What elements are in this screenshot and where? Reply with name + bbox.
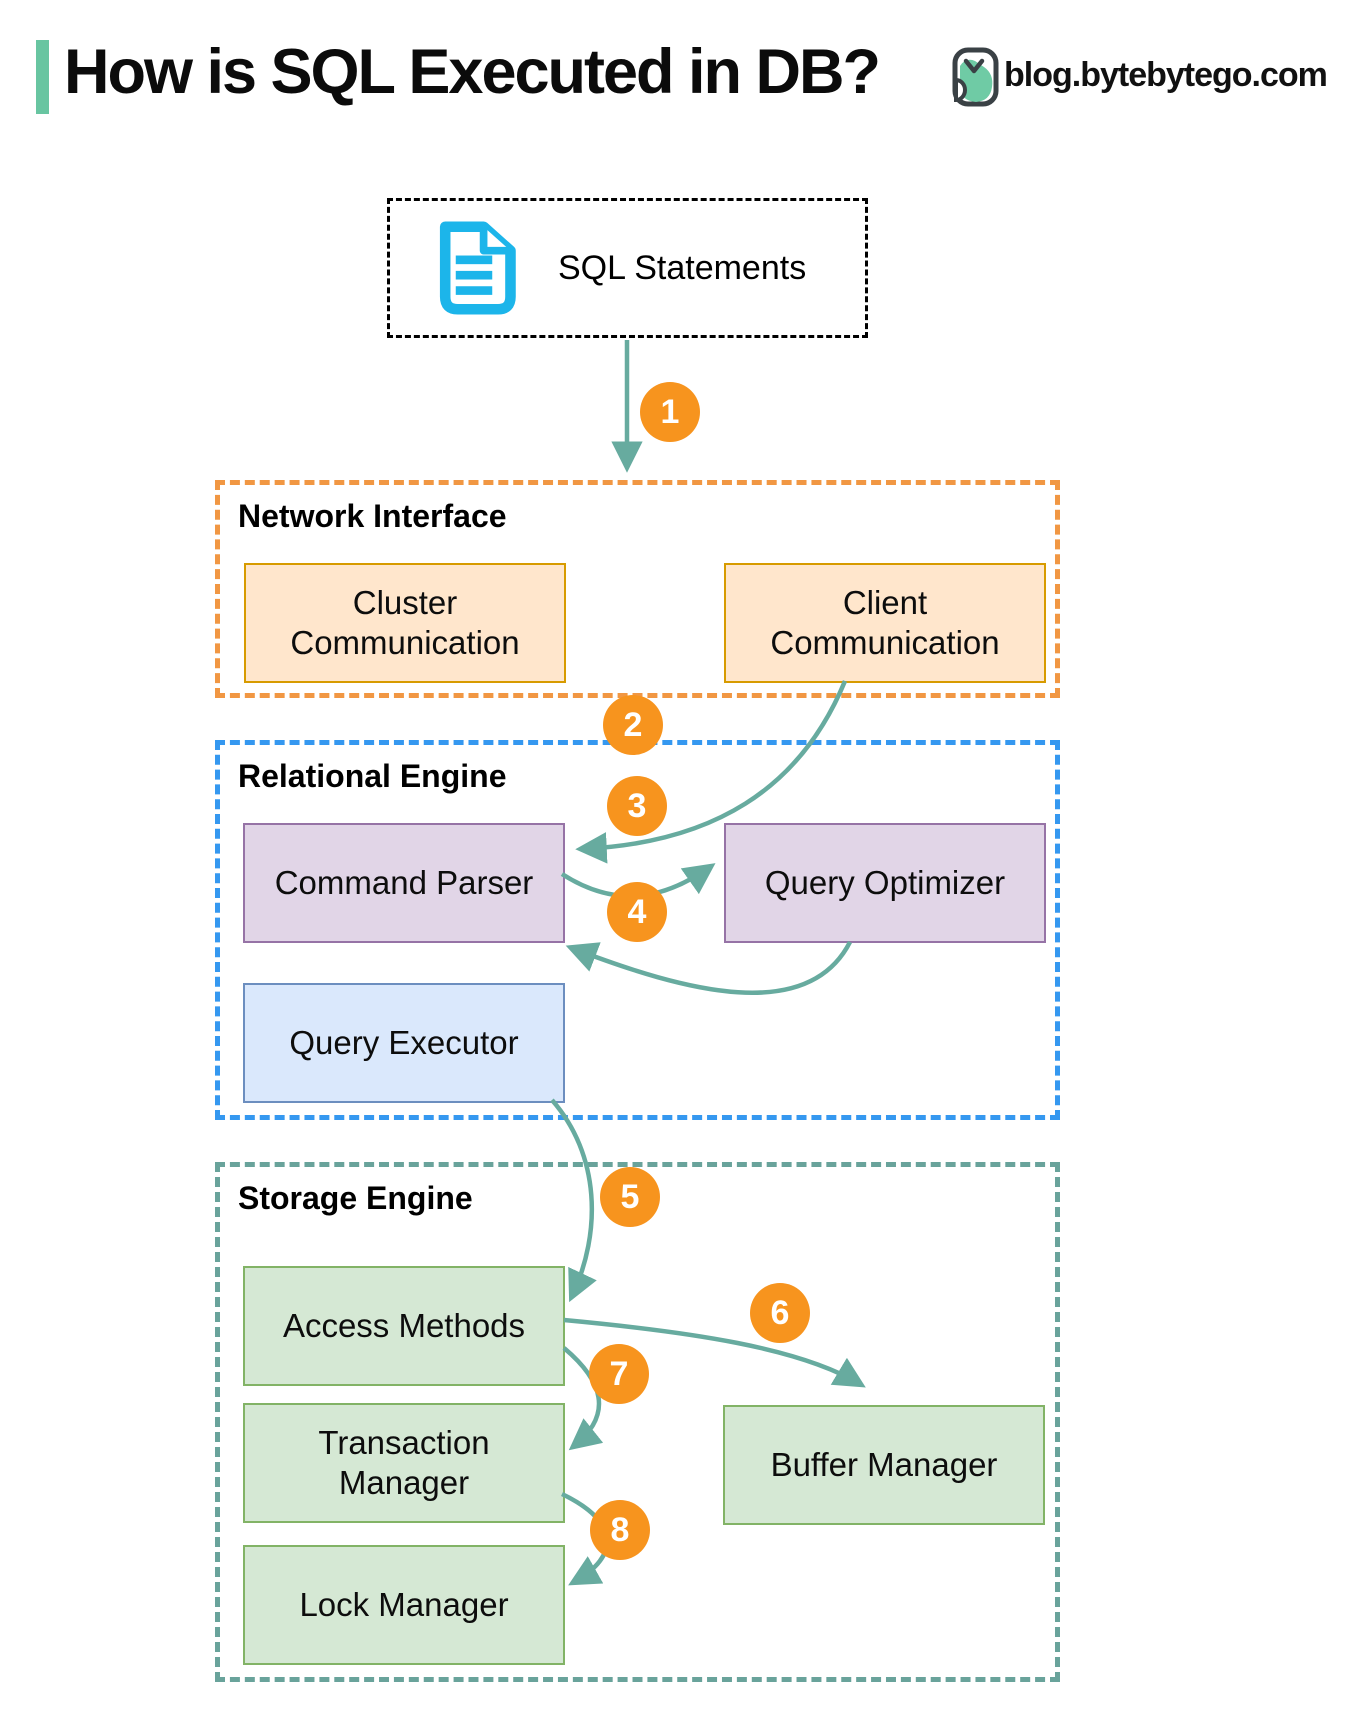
site-label: blog.bytebytego.com (1004, 56, 1328, 94)
sql-statements-box: SQL Statements (387, 198, 868, 338)
node-command-parser: Command Parser (243, 823, 565, 943)
page-title: How is SQL Executed in DB? (64, 37, 881, 107)
step-circle-8: 8 (590, 1500, 650, 1560)
step-circle-6: 6 (750, 1283, 810, 1343)
step-circle-1: 1 (640, 382, 700, 442)
node-cluster-communication: Cluster Communication (244, 563, 566, 683)
node-label: Command Parser (274, 863, 534, 901)
step-circle-2: 2 (603, 695, 663, 755)
node-label: Lock Manager (299, 1585, 509, 1623)
node-label: Query Optimizer (764, 863, 1006, 901)
step-number: 8 (610, 1510, 630, 1549)
sql-statements-label: SQL Statements (558, 248, 807, 287)
step-circle-5: 5 (600, 1167, 660, 1227)
node-query-executor: Query Executor (243, 983, 565, 1103)
node-label: Cluster Communication (290, 583, 520, 661)
section-relational-label: Relational Engine (238, 758, 507, 794)
section-network-label: Network Interface (238, 498, 507, 534)
step-number: 2 (623, 705, 643, 744)
document-icon (439, 221, 516, 315)
step-circle-3: 3 (607, 776, 667, 836)
node-query-optimizer: Query Optimizer (724, 823, 1046, 943)
node-buffer-manager: Buffer Manager (723, 1405, 1045, 1525)
node-lock-manager: Lock Manager (243, 1545, 565, 1665)
step-number: 7 (609, 1354, 629, 1393)
step-number: 4 (627, 892, 647, 931)
step-number: 5 (620, 1177, 640, 1216)
step-circle-7: 7 (589, 1344, 649, 1404)
node-access-methods: Access Methods (243, 1266, 565, 1386)
step-number: 6 (770, 1293, 790, 1332)
section-storage-label: Storage Engine (238, 1180, 473, 1216)
step-number: 1 (660, 392, 680, 431)
node-label: Client Communication (770, 583, 1000, 661)
section-storage-engine: Storage Engine Access Methods Transactio… (215, 1162, 1060, 1682)
node-label: Transaction Manager (318, 1423, 490, 1501)
node-label: Query Executor (289, 1023, 519, 1061)
node-client-communication: Client Communication (724, 563, 1046, 683)
node-label: Access Methods (282, 1306, 526, 1344)
bytebytego-logo-icon (952, 47, 999, 107)
section-network-interface: Network Interface Cluster Communication … (215, 480, 1060, 698)
node-label: Buffer Manager (770, 1445, 998, 1483)
step-circle-4: 4 (607, 882, 667, 942)
section-relational-engine: Relational Engine Command Parser Query O… (215, 740, 1060, 1120)
node-transaction-manager: Transaction Manager (243, 1403, 565, 1523)
title-accent-bar (36, 40, 49, 114)
step-number: 3 (627, 786, 647, 825)
